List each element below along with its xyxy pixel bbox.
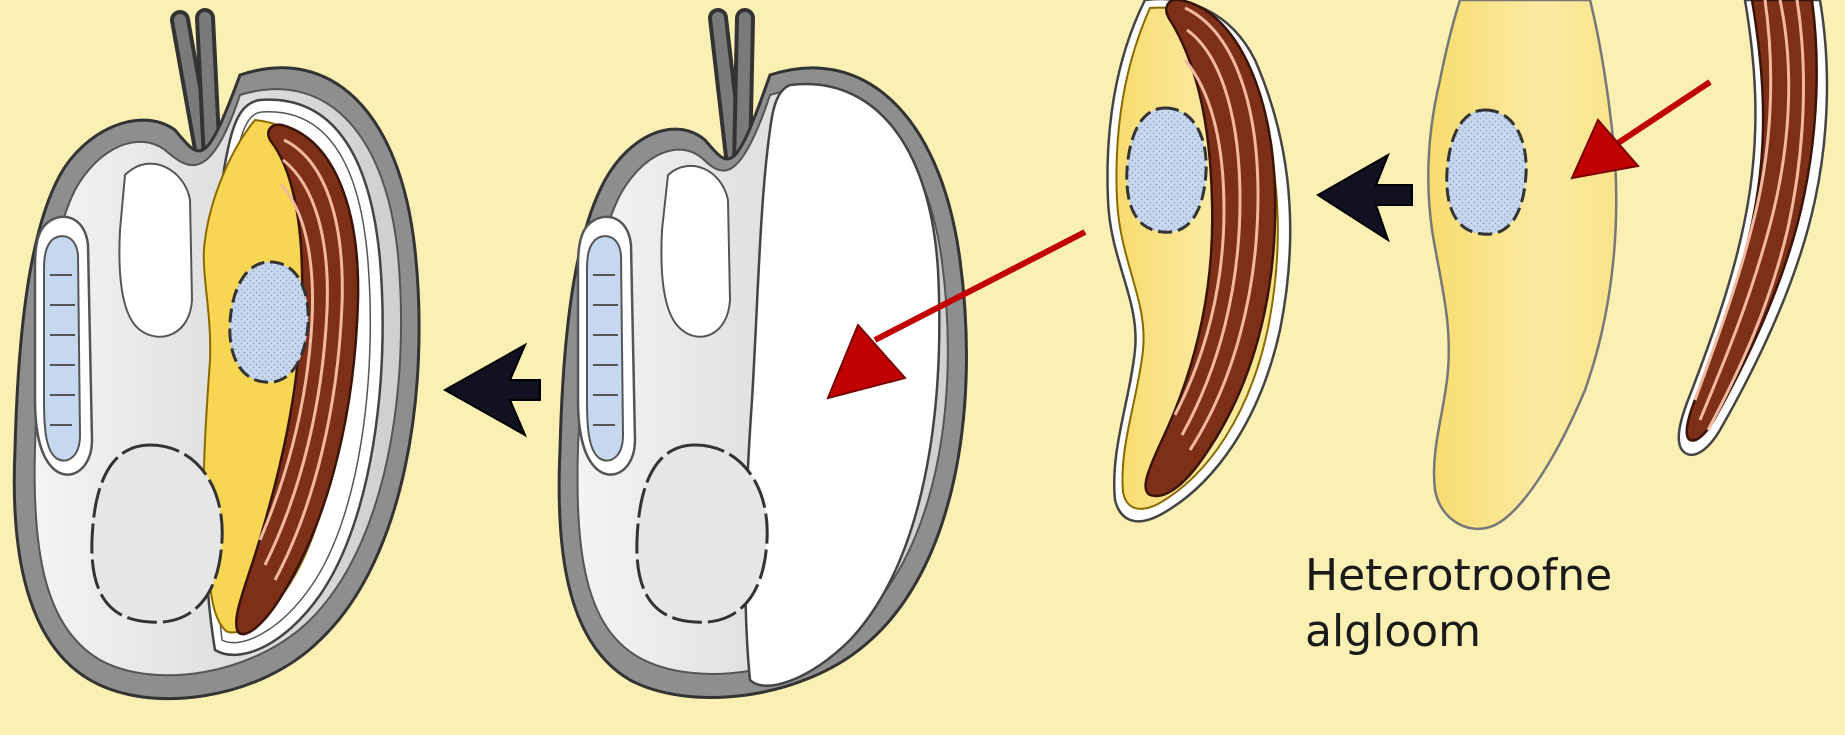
free-red-alga [1679,0,1827,455]
engulfed-alga [1107,0,1290,521]
caption-line-2: algloom [1305,604,1612,660]
caption-label: Heterotroofne algloom [1305,548,1612,660]
arrow-black-icon-2 [1318,155,1412,240]
caption-line-1: Heterotroofne [1305,548,1612,604]
host-cell-with-food-vacuole [559,18,966,698]
heterotrophic-alga-cell [1428,0,1616,529]
arrow-black-icon [445,345,540,435]
host-cell-with-plastid [14,18,419,699]
